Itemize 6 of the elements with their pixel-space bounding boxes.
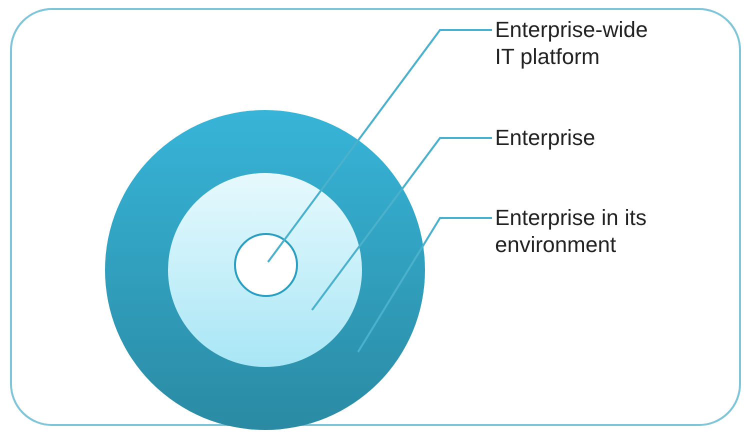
leader-line: [267, 29, 492, 263]
callout-label: Enterprise-wide IT platform: [495, 16, 673, 70]
callout-label: Enterprise in its environment: [495, 204, 673, 258]
callout-label: Enterprise: [495, 124, 673, 151]
leader-line: [357, 217, 492, 353]
leader-line: [311, 137, 492, 311]
